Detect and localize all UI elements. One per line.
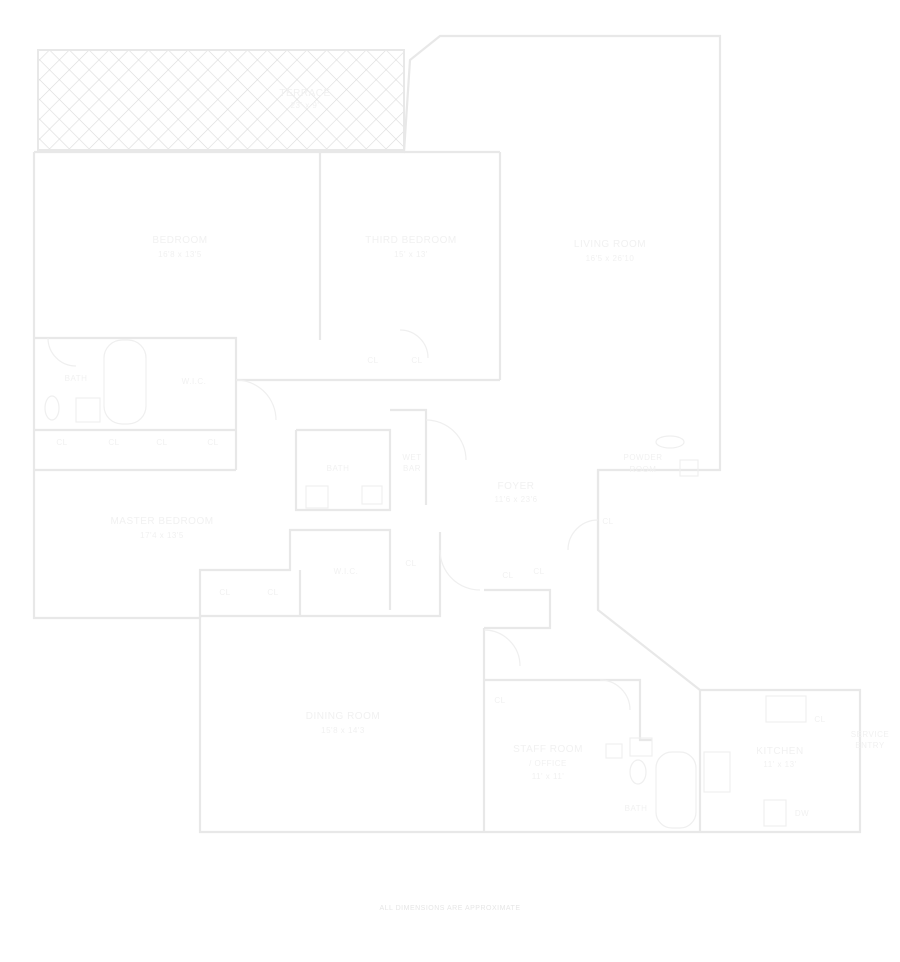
service-entry-label: SERVICE [851, 730, 889, 739]
dining-room-label: DINING ROOM [306, 711, 380, 722]
dishwasher-label: DW [795, 809, 809, 818]
bedroom-label: BEDROOM [152, 235, 207, 246]
third-bedroom-label: THIRD BEDROOM [365, 235, 457, 246]
door-swings [47, 329, 631, 711]
closet-label: CL [502, 571, 513, 580]
foyer-label: FOYER [498, 481, 535, 492]
master-bedroom-dimensions: 17'4 x 13'5 [140, 531, 184, 540]
closet-label: CL [494, 696, 505, 705]
powder-room-label-2: ROOM [630, 465, 657, 474]
staff-room-label: STAFF ROOM [513, 744, 583, 755]
living-room-label: LIVING ROOM [574, 239, 646, 250]
dining-room-dimensions: 15'8 x 14'3 [321, 726, 365, 735]
closet-label: CL [533, 567, 544, 576]
closet-label: CL [405, 559, 416, 568]
master-bath-label: BATH [65, 374, 88, 383]
exterior-walls [32, 34, 862, 834]
master-bedroom-label: MASTER BEDROOM [110, 516, 213, 527]
closet-label: CL [207, 438, 218, 447]
service-entry-label-2: ENTRY [855, 741, 885, 750]
bedroom-dimensions: 16'8 x 13'5 [158, 250, 202, 259]
terrace-area [37, 49, 405, 151]
closet-label: CL [267, 588, 278, 597]
closet-label: CL [367, 356, 378, 365]
bath-2-label: BATH [327, 464, 350, 473]
living-room-dimensions: 16'5 x 26'10 [586, 254, 635, 263]
closet-label: CL [814, 715, 825, 724]
closet-label: CL [56, 438, 67, 447]
powder-room-label: POWDER [624, 453, 663, 462]
kitchen-dimensions: 11' x 13' [763, 760, 796, 769]
closet-label: CL [602, 517, 613, 526]
closet-label: CL [156, 438, 167, 447]
terrace-label: TERRACE [279, 88, 330, 99]
walk-in-closet-1-label: W.I.C. [182, 377, 207, 386]
closet-label: CL [108, 438, 119, 447]
terrace-dimensions: 23' x 9' [291, 101, 320, 110]
foyer-dimensions: 11'6 x 23'6 [494, 495, 537, 504]
wet-bar-label: WET [402, 453, 421, 462]
fixtures [44, 339, 807, 829]
third-bedroom-dimensions: 15' x 13' [394, 250, 428, 259]
wet-bar-label-2: BAR [403, 464, 421, 473]
closet-label: CL [219, 588, 230, 597]
walk-in-closet-2-label: W.I.C. [334, 567, 359, 576]
staff-room-label-2: / OFFICE [529, 759, 567, 768]
staff-room-dimensions: 11' x 11' [532, 772, 565, 781]
kitchen-label: KITCHEN [756, 746, 803, 757]
interior-walls [34, 152, 702, 832]
dimensions-disclaimer: ALL DIMENSIONS ARE APPROXIMATE [379, 905, 521, 912]
staff-bath-label: BATH [625, 804, 648, 813]
closet-label: CL [411, 356, 422, 365]
